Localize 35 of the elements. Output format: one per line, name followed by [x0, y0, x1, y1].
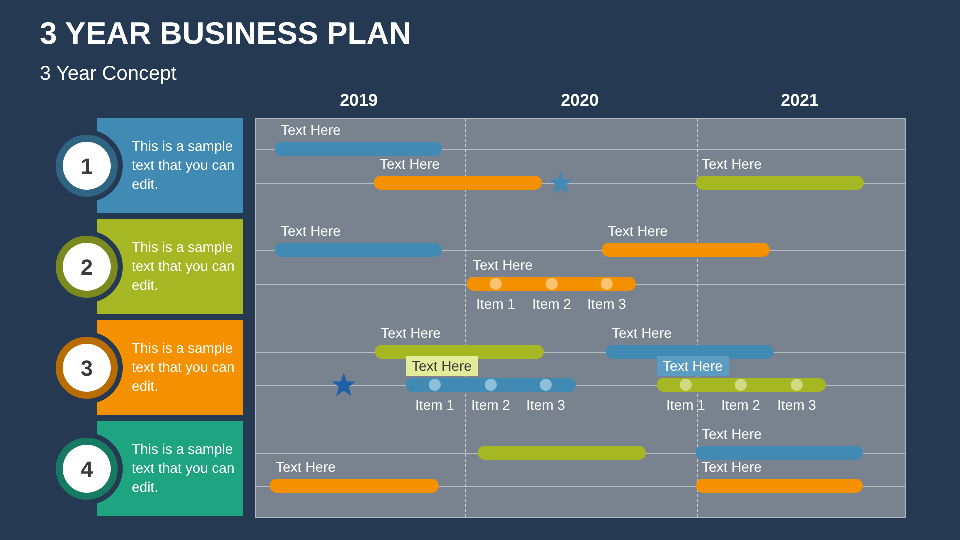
- bar-label: Text Here: [380, 324, 442, 343]
- card-text: This is a sample text that you can edit.: [132, 238, 236, 295]
- card-text: This is a sample text that you can edit.: [132, 339, 236, 396]
- bar-label: Text Here: [280, 222, 342, 241]
- bar-label: Text Here: [379, 155, 441, 174]
- year-label: 2020: [561, 90, 599, 112]
- card-text: This is a sample text that you can edit.: [132, 137, 236, 194]
- bar-label: Text Here: [701, 155, 763, 174]
- year-label: 2021: [781, 90, 819, 112]
- bar-label: Text Here: [701, 425, 763, 444]
- bar-label: Text Here: [275, 458, 337, 477]
- step-number: 2: [80, 254, 94, 282]
- bar-label: Text Here: [472, 256, 534, 275]
- bar-label: Text Here: [657, 356, 729, 376]
- bar-label: Text Here: [607, 222, 669, 241]
- bar-label: Text Here: [280, 121, 342, 140]
- item-label: Item 2: [722, 396, 760, 414]
- title: 3 YEAR BUSINESS PLAN: [40, 15, 412, 53]
- item-label: Item 2: [532, 295, 572, 313]
- item-label: Item 1: [476, 295, 516, 313]
- step-number: 3: [80, 354, 94, 382]
- year-label: 2019: [340, 90, 378, 112]
- item-label: Item 3: [588, 295, 626, 313]
- item-label: Item 3: [778, 396, 816, 414]
- bar-label: Text Here: [701, 458, 763, 477]
- step-number: 1: [80, 152, 94, 180]
- bar-label: Text Here: [406, 356, 478, 376]
- item-label: Item 2: [472, 396, 510, 414]
- item-label: Item 3: [526, 396, 566, 414]
- card-text: This is a sample text that you can edit.: [132, 440, 236, 497]
- bar-label: Text Here: [611, 324, 673, 343]
- subtitle: 3 Year Concept: [40, 62, 177, 87]
- step-number: 4: [80, 456, 94, 484]
- item-label: Item 1: [416, 396, 454, 414]
- item-label: Item 1: [666, 396, 706, 414]
